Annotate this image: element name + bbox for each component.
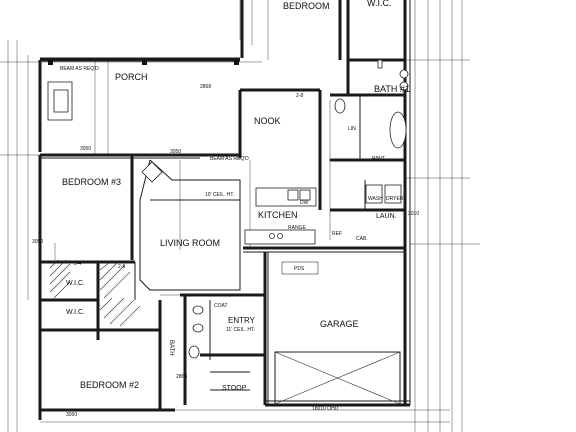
room-kitchen: KITCHEN [258, 210, 298, 220]
note-door-2-6: 2-6 [118, 264, 125, 270]
note-pantry: PANT. [372, 156, 386, 162]
note-cab: CAB. [356, 236, 368, 242]
room-entry: ENTRY [228, 316, 256, 325]
note-linen: LIN. [348, 126, 357, 132]
note-dw: DW [300, 200, 309, 206]
walls [38, 0, 411, 420]
dimension-lines [0, 0, 480, 432]
note-wash: WASH [368, 196, 383, 202]
room-nook: NOOK [254, 116, 281, 126]
fixtures [47, 59, 409, 359]
closet-hatch [49, 259, 141, 327]
room-stoop: STOOP [222, 385, 247, 392]
note-ceiling-entry: 11' CEIL. HT. [226, 327, 255, 333]
room-laundry: LAUN. [376, 213, 397, 220]
note-window-3050-d: 3050 [66, 412, 77, 418]
note-beam-porch: BEAM AS REQ'D [60, 66, 99, 72]
note-dryer: DRYER [386, 196, 404, 202]
room-labels: BEDROOM W.I.C. PORCH NOOK BATH #1 BEDROO… [62, 0, 410, 392]
note-ceiling-10: 10' CEIL. HT. [205, 192, 234, 198]
note-window-3050-b: 3050 [170, 149, 181, 155]
room-garage: GARAGE [320, 319, 359, 329]
note-door-2868-b: 2868 [176, 374, 187, 380]
note-door-2868: 2868 [200, 84, 211, 90]
note-door-2-4: 2-4 [74, 261, 81, 267]
note-range: RANGE [288, 225, 306, 231]
room-bath-lower: BATH [168, 340, 174, 356]
note-window-3050-c: 3050 [32, 239, 43, 245]
room-bedroom-top: BEDROOM [283, 1, 330, 11]
note-beam-living: BEAM AS REQ'D [210, 156, 249, 162]
note-pds: PDS [294, 266, 305, 272]
note-door-2010: 2010 [408, 211, 419, 217]
note-ref: REF [332, 231, 342, 237]
room-wic-left: W.I.C. [66, 280, 85, 287]
note-coat: COAT [214, 303, 228, 309]
room-wic-top: W.I.C. [367, 0, 392, 8]
room-bedroom3: BEDROOM #3 [62, 177, 121, 187]
room-living: LIVING ROOM [160, 238, 220, 248]
room-porch: PORCH [115, 72, 148, 82]
note-garage-door: 18010 OHD [312, 406, 339, 412]
note-door-2-8: 2-8 [296, 93, 303, 99]
room-wic-lower: W.I.C. [66, 309, 85, 316]
plan-notes: BEAM AS REQ'D BEAM AS REQ'D 10' CEIL. HT… [32, 66, 419, 418]
note-window-3050-a: 3050 [80, 146, 91, 152]
room-bedroom2: BEDROOM #2 [80, 380, 139, 390]
room-bath1: BATH #1 [374, 84, 410, 94]
